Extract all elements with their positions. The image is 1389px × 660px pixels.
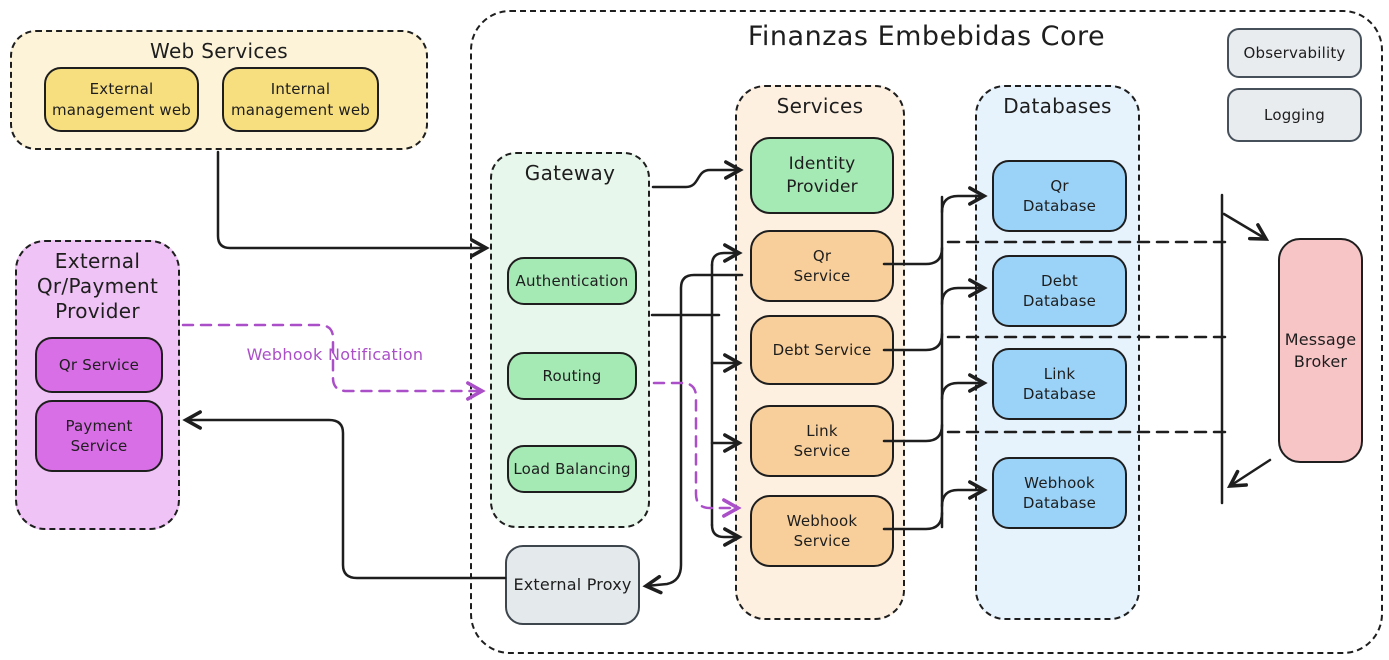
node-external-management-web: External management web [44,67,199,132]
webhook-notification-label: Webhook Notification [246,345,424,364]
gateway-title: Gateway [524,161,616,185]
external-provider-title: External Qr/Payment Provider [36,249,159,323]
node-message-broker: Message Broker [1278,238,1363,463]
node-observability: Observability [1227,28,1362,78]
node-authentication: Authentication [507,257,637,305]
web-services-title: Web Services [150,39,288,63]
gateway-group: Gateway Authentication Routing Load Bala… [490,152,650,528]
node-routing: Routing [507,352,637,400]
web-services-group: Web Services External management web Int… [10,30,428,150]
node-internal-management-web: Internal management web [222,67,379,132]
node-webhook-service: Webhook Service [750,495,894,567]
core-title: Finanzas Embebidas Core [747,21,1106,52]
node-external-proxy: External Proxy [505,545,640,625]
node-qr-database: Qr Database [992,160,1127,232]
node-logging: Logging [1227,88,1362,142]
node-webhook-database: Webhook Database [992,457,1127,529]
services-title: Services [776,94,864,118]
node-load-balancing: Load Balancing [507,445,637,493]
external-provider-group: External Qr/Payment Provider Qr Service … [15,240,180,530]
arrow-webservices-to-gateway [216,150,486,248]
node-debt-service: Debt Service [750,315,894,385]
databases-group: Databases Qr Database Debt Database Link… [975,85,1140,620]
node-provider-qr-service: Qr Service [35,337,163,393]
arrow-external-proxy-to-payment-service [186,420,507,580]
node-link-database: Link Database [992,348,1127,420]
services-group: Services Identity Provider Qr Service De… [735,85,905,620]
node-provider-payment-service: Payment Service [35,400,163,472]
node-qr-service: Qr Service [750,230,894,302]
databases-title: Databases [1003,94,1112,118]
node-link-service: Link Service [750,405,894,477]
node-identity-provider: Identity Provider [750,137,894,214]
node-debt-database: Debt Database [992,255,1127,327]
